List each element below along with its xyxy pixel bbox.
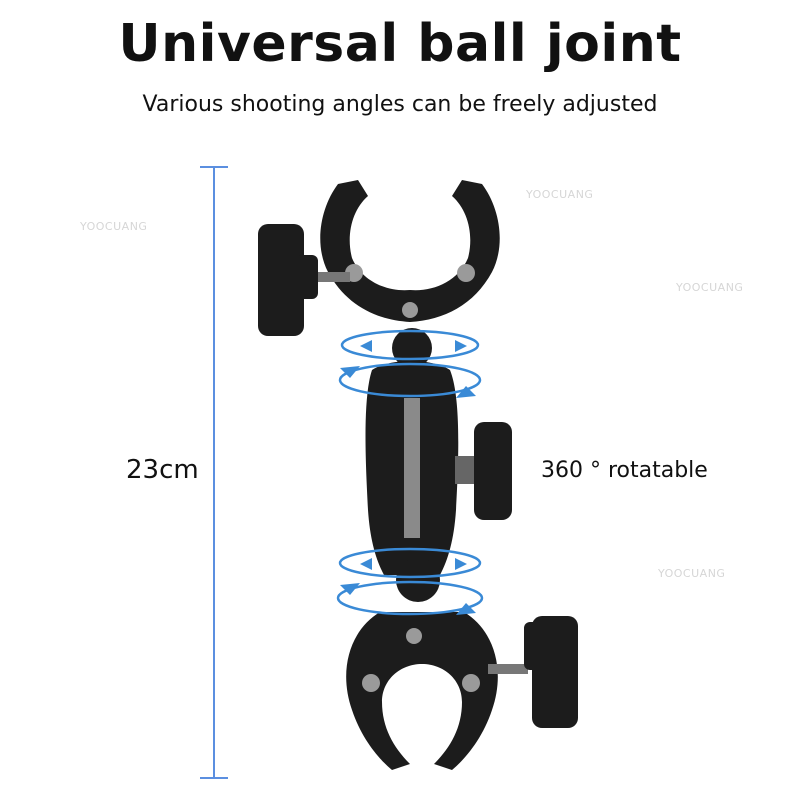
headline-title: Universal ball joint [118, 14, 682, 74]
rotation-label: 360 ° rotatable [541, 458, 708, 483]
rotation-arrows [336, 329, 484, 616]
top-clamp [320, 180, 500, 322]
rotation-arrow-heads [340, 340, 476, 615]
bottom-ball [396, 558, 440, 602]
watermark: YOOCUANG [676, 281, 744, 294]
height-dimension-label: 23cm [126, 455, 199, 485]
middle-thumb-screw [455, 422, 512, 520]
bottom-thumb-screw [488, 616, 578, 728]
headline-subtitle: Various shooting angles can be freely ad… [142, 92, 658, 117]
arm-body [365, 361, 459, 575]
top-thumb-screw [258, 224, 350, 336]
bottom-clamp [346, 612, 498, 770]
watermark: YOOCUANG [658, 567, 726, 580]
watermark: YOOCUANG [526, 188, 594, 201]
dimension-line [200, 166, 228, 779]
watermark: YOOCUANG [80, 220, 148, 233]
